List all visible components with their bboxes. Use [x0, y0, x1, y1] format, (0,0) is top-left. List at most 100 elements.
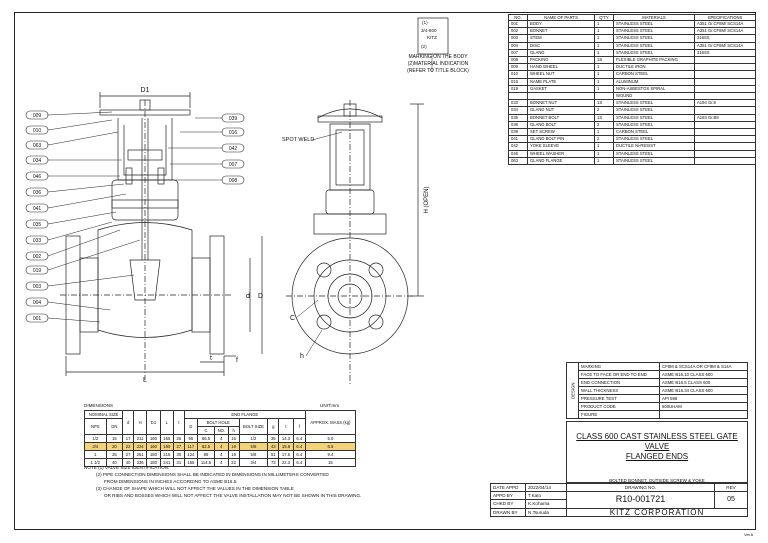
dims-cell: 5.0 — [304, 434, 357, 443]
dims-cell: 14.3 — [278, 434, 294, 443]
parts-cell: STAINLESS STEEL — [613, 34, 695, 43]
dims-cell: 19 — [227, 442, 240, 451]
dims-header-h: h — [227, 426, 240, 435]
callout-label: 008 — [229, 178, 238, 184]
parts-cell: BODY — [527, 19, 595, 29]
callout-007: 007 — [221, 159, 245, 169]
parts-cell: 1S — [594, 113, 614, 122]
dims-cell: 40 — [105, 458, 124, 467]
spec-cell: END CONNECTION — [578, 378, 660, 387]
drawing-number: R10-001721 — [566, 491, 715, 509]
callout-label: 003 — [33, 284, 42, 290]
parts-cell: A193 Gr.B8 — [694, 113, 756, 122]
parts-cell: STAINLESS STEEL — [613, 19, 695, 29]
parts-cell: STAINLESS STEEL — [613, 113, 695, 122]
dims-cell: 15 — [105, 434, 124, 443]
parts-cell: 042 — [508, 142, 528, 151]
spec-cell: CF8M & SCS14A OR CF8M & S14A — [659, 362, 748, 371]
marking-line-2: 3/4-600 — [421, 28, 437, 33]
dims-cell: 27 — [172, 442, 185, 451]
parts-cell: STEM — [527, 34, 595, 43]
dims-cell: 4 — [213, 458, 229, 467]
dims-header-d: d — [122, 410, 134, 435]
parts-cell: 035 — [508, 113, 528, 122]
parts-cell: GLAND BOLT — [527, 120, 595, 130]
callout-001: 001 — [25, 313, 49, 323]
dims-cell: 35 — [267, 434, 280, 443]
note-line: OR RIBS AND BOSSES WHICH WILL NOT AFFECT… — [104, 493, 362, 498]
parts-cell: 1 — [594, 70, 614, 79]
parts-cell: 1 — [594, 41, 614, 50]
parts-cell: GLAND FLANGE — [527, 156, 595, 166]
callout-label: 034 — [33, 158, 42, 164]
parts-cell: WHEEL NUT — [527, 70, 595, 79]
callout-034: 034 — [25, 155, 49, 165]
parts-cell — [694, 156, 756, 166]
parts-cell: 016 — [508, 77, 528, 86]
parts-cell: 1 — [594, 48, 614, 58]
parts-cell: STAINLESS STEEL — [613, 27, 695, 36]
dim-d-small-label: d — [246, 293, 250, 300]
callout-label: 009 — [33, 113, 42, 119]
parts-cell: 007 — [508, 48, 528, 58]
parts-cell — [694, 70, 756, 79]
callout-label: 007 — [229, 162, 238, 168]
parts-cell: BONNET NUT — [527, 99, 595, 108]
spec-row: FIGURE — [567, 410, 748, 419]
dim-h-open-label: H (OPEN) — [424, 186, 430, 213]
parts-cell: 1 — [594, 19, 614, 29]
dims-header-bolt-size: BOLT SIZE — [238, 418, 269, 435]
callout-009: 009 — [25, 110, 49, 120]
drawing-title-line-2: FLANGED ENDS — [625, 452, 689, 461]
callout-label: 041 — [33, 206, 42, 212]
marking-line-4: (2) — [421, 44, 427, 49]
dims-cell: 20 — [105, 442, 124, 451]
dim-l-label: L — [143, 377, 147, 384]
parts-cell: 002 — [508, 27, 528, 36]
drawing-title-line-1: CLASS 600 CAST STAINLESS STEEL GATE VALV… — [576, 432, 738, 451]
parts-cell: GLAND — [527, 48, 595, 58]
callout-042: 042 — [221, 143, 245, 153]
dims-cell: 19 — [227, 450, 240, 459]
parts-cell: 008 — [508, 56, 528, 65]
callout-039: 039 — [221, 113, 245, 123]
dims-cell: 43 — [267, 442, 280, 451]
callout-003: 003 — [25, 281, 49, 291]
parts-cell — [694, 77, 756, 86]
spec-cell: API 598 — [659, 394, 748, 403]
dims-cell: 117 — [183, 442, 199, 451]
dims-header-mass: APPROX. MASS (kg) — [304, 410, 357, 435]
dims-header-H: H — [132, 410, 148, 435]
parts-cell: A351 Gr.CF8M/ SCS14A — [694, 41, 756, 50]
callout-046: 046 — [25, 171, 49, 181]
parts-cell: GASKET — [527, 84, 595, 94]
dims-header-dn: DN — [105, 418, 124, 435]
spec-cell: ASME B16.34 CLASS 600 — [659, 386, 748, 395]
callout-label: 046 — [33, 174, 42, 180]
dims-cell: 15 — [304, 458, 357, 467]
dims-cell: 6.4 — [292, 442, 306, 451]
parts-cell: 036 — [508, 120, 528, 130]
dim-d1-label: D1 — [141, 87, 150, 94]
dims-cell: 156 — [183, 458, 199, 467]
parts-cell: HAND WHEEL — [527, 63, 595, 72]
callout-019: 019 — [25, 265, 49, 275]
note-line: (3) CHANGE OF SHAPE WHICH WILL NOT AFFEC… — [96, 486, 294, 491]
parts-cell: STAINLESS STEEL — [613, 41, 695, 50]
parts-cell — [527, 92, 595, 101]
dims-cell: 5/8 — [238, 442, 269, 451]
marking-line-3: KITZ — [427, 35, 437, 40]
dims-cell: 25 — [172, 434, 185, 443]
dims-cell: 1 — [84, 450, 107, 459]
footer-code: Ver.6 — [744, 532, 754, 537]
